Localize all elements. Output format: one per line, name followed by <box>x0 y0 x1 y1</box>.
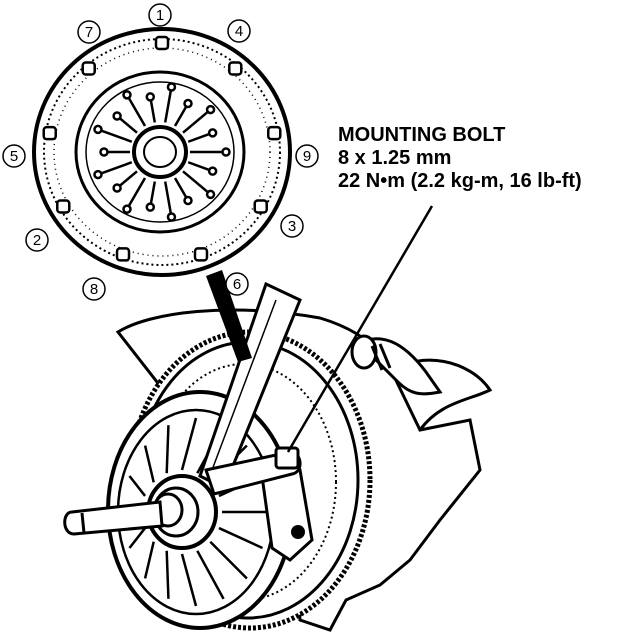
finger-tip <box>112 183 122 193</box>
installed-finger <box>165 550 170 599</box>
sequence-label: 1 <box>156 7 164 24</box>
sequence-circle <box>225 272 249 296</box>
sequence-number-4: 4 <box>227 19 251 43</box>
pressure-plate-top-view <box>32 27 292 277</box>
sequence-label: 5 <box>10 148 18 165</box>
diaphragm-finger <box>163 86 173 123</box>
finger-tip <box>93 124 103 135</box>
diaphragm-finger <box>182 108 212 134</box>
bolt-hole <box>42 125 57 141</box>
bolt-hole <box>267 125 282 141</box>
sequence-label: 3 <box>288 218 296 235</box>
sequence-label: 9 <box>303 148 311 165</box>
sequence-label: 7 <box>85 24 93 41</box>
coolant-hose <box>350 334 443 396</box>
installed-finger <box>128 475 147 497</box>
finger-tip <box>99 147 109 157</box>
sequence-label: 2 <box>33 232 41 249</box>
diaphragm-finger <box>125 177 147 210</box>
finger-tip <box>122 204 132 214</box>
callout-bolt-size: 8 x 1.25 mm <box>338 147 452 169</box>
sequence-circle <box>25 228 49 252</box>
diaphragm-fingers <box>93 82 231 222</box>
sequence-circle <box>148 3 172 27</box>
finger-tip <box>207 128 218 138</box>
installed-finger <box>209 540 248 580</box>
installed-finger <box>128 527 147 549</box>
pressure-plate-stipple-band <box>43 38 281 266</box>
bolt-hole <box>193 247 209 262</box>
sequence-label: 6 <box>233 276 241 293</box>
callout-title: MOUNTING BOLT <box>338 124 506 146</box>
mounting-bolt-callout: MOUNTING BOLT 8 x 1.25 mm 22 N•m (2.2 kg… <box>338 124 582 193</box>
callout-torque-spec: 22 N•m (2.2 kg-m, 16 lb-ft) <box>338 170 582 192</box>
installed-finger <box>143 445 155 483</box>
sequence-circle <box>227 19 251 43</box>
finger-tip <box>183 195 193 206</box>
torque-wrench <box>198 281 302 496</box>
bolt-hole <box>253 199 268 214</box>
finger-tip <box>145 92 156 102</box>
finger-tip <box>145 202 156 212</box>
finger-tip <box>205 104 216 115</box>
sequence-number-9: 9 <box>295 144 319 168</box>
finger-tip <box>166 82 177 92</box>
finger-tip <box>122 90 132 100</box>
bolt-hole <box>56 199 71 214</box>
finger-tip <box>205 189 216 200</box>
installed-finger <box>180 553 198 607</box>
tightening-sequence-labels: 1 4 7 5 9 2 3 8 6 <box>2 3 319 301</box>
sequence-circle <box>82 277 106 301</box>
diaphragm-finger <box>97 161 133 176</box>
sequence-circle <box>280 214 304 238</box>
sequence-label: 8 <box>90 281 98 298</box>
installed-finger <box>218 526 264 550</box>
clutch-alignment-tool <box>63 500 164 536</box>
installed-diaphragm-fingers <box>124 417 268 607</box>
installed-finger <box>165 425 170 474</box>
sequence-number-8: 8 <box>82 277 106 301</box>
sequence-number-5: 5 <box>2 144 26 168</box>
sequence-circle <box>295 144 319 168</box>
clutch-assembly-installed <box>106 390 314 630</box>
sequence-number-6: 6 <box>225 272 249 296</box>
finger-tip <box>93 169 103 180</box>
sequence-number-3: 3 <box>280 214 304 238</box>
finger-tip <box>183 98 193 109</box>
sequence-circle <box>77 20 101 44</box>
bolt-hole <box>154 35 170 51</box>
installed-finger <box>180 417 198 471</box>
sequence-label: 4 <box>235 23 243 40</box>
sequence-number-2: 2 <box>25 228 49 252</box>
sequence-number-7: 7 <box>77 20 101 44</box>
diaphragm-finger <box>97 128 133 143</box>
installed-finger <box>143 541 155 579</box>
finger-tip <box>166 212 177 222</box>
finger-tip <box>221 147 231 157</box>
callout-leader-line <box>286 205 434 453</box>
pressure-plate-bolt-holes <box>42 35 282 262</box>
sequence-number-1: 1 <box>148 3 172 27</box>
reference-pointer-bar <box>206 270 252 362</box>
bolt-hole <box>115 247 131 262</box>
diaphragm-finger <box>125 94 147 127</box>
diaphragm-finger <box>163 181 173 218</box>
sequence-circle <box>2 144 26 168</box>
finger-tip <box>207 166 218 176</box>
bolt-hole <box>81 61 96 76</box>
diaphragm-finger <box>182 170 212 196</box>
bolt-hole <box>228 61 243 76</box>
installed-finger <box>196 550 225 600</box>
finger-tip <box>112 111 122 121</box>
